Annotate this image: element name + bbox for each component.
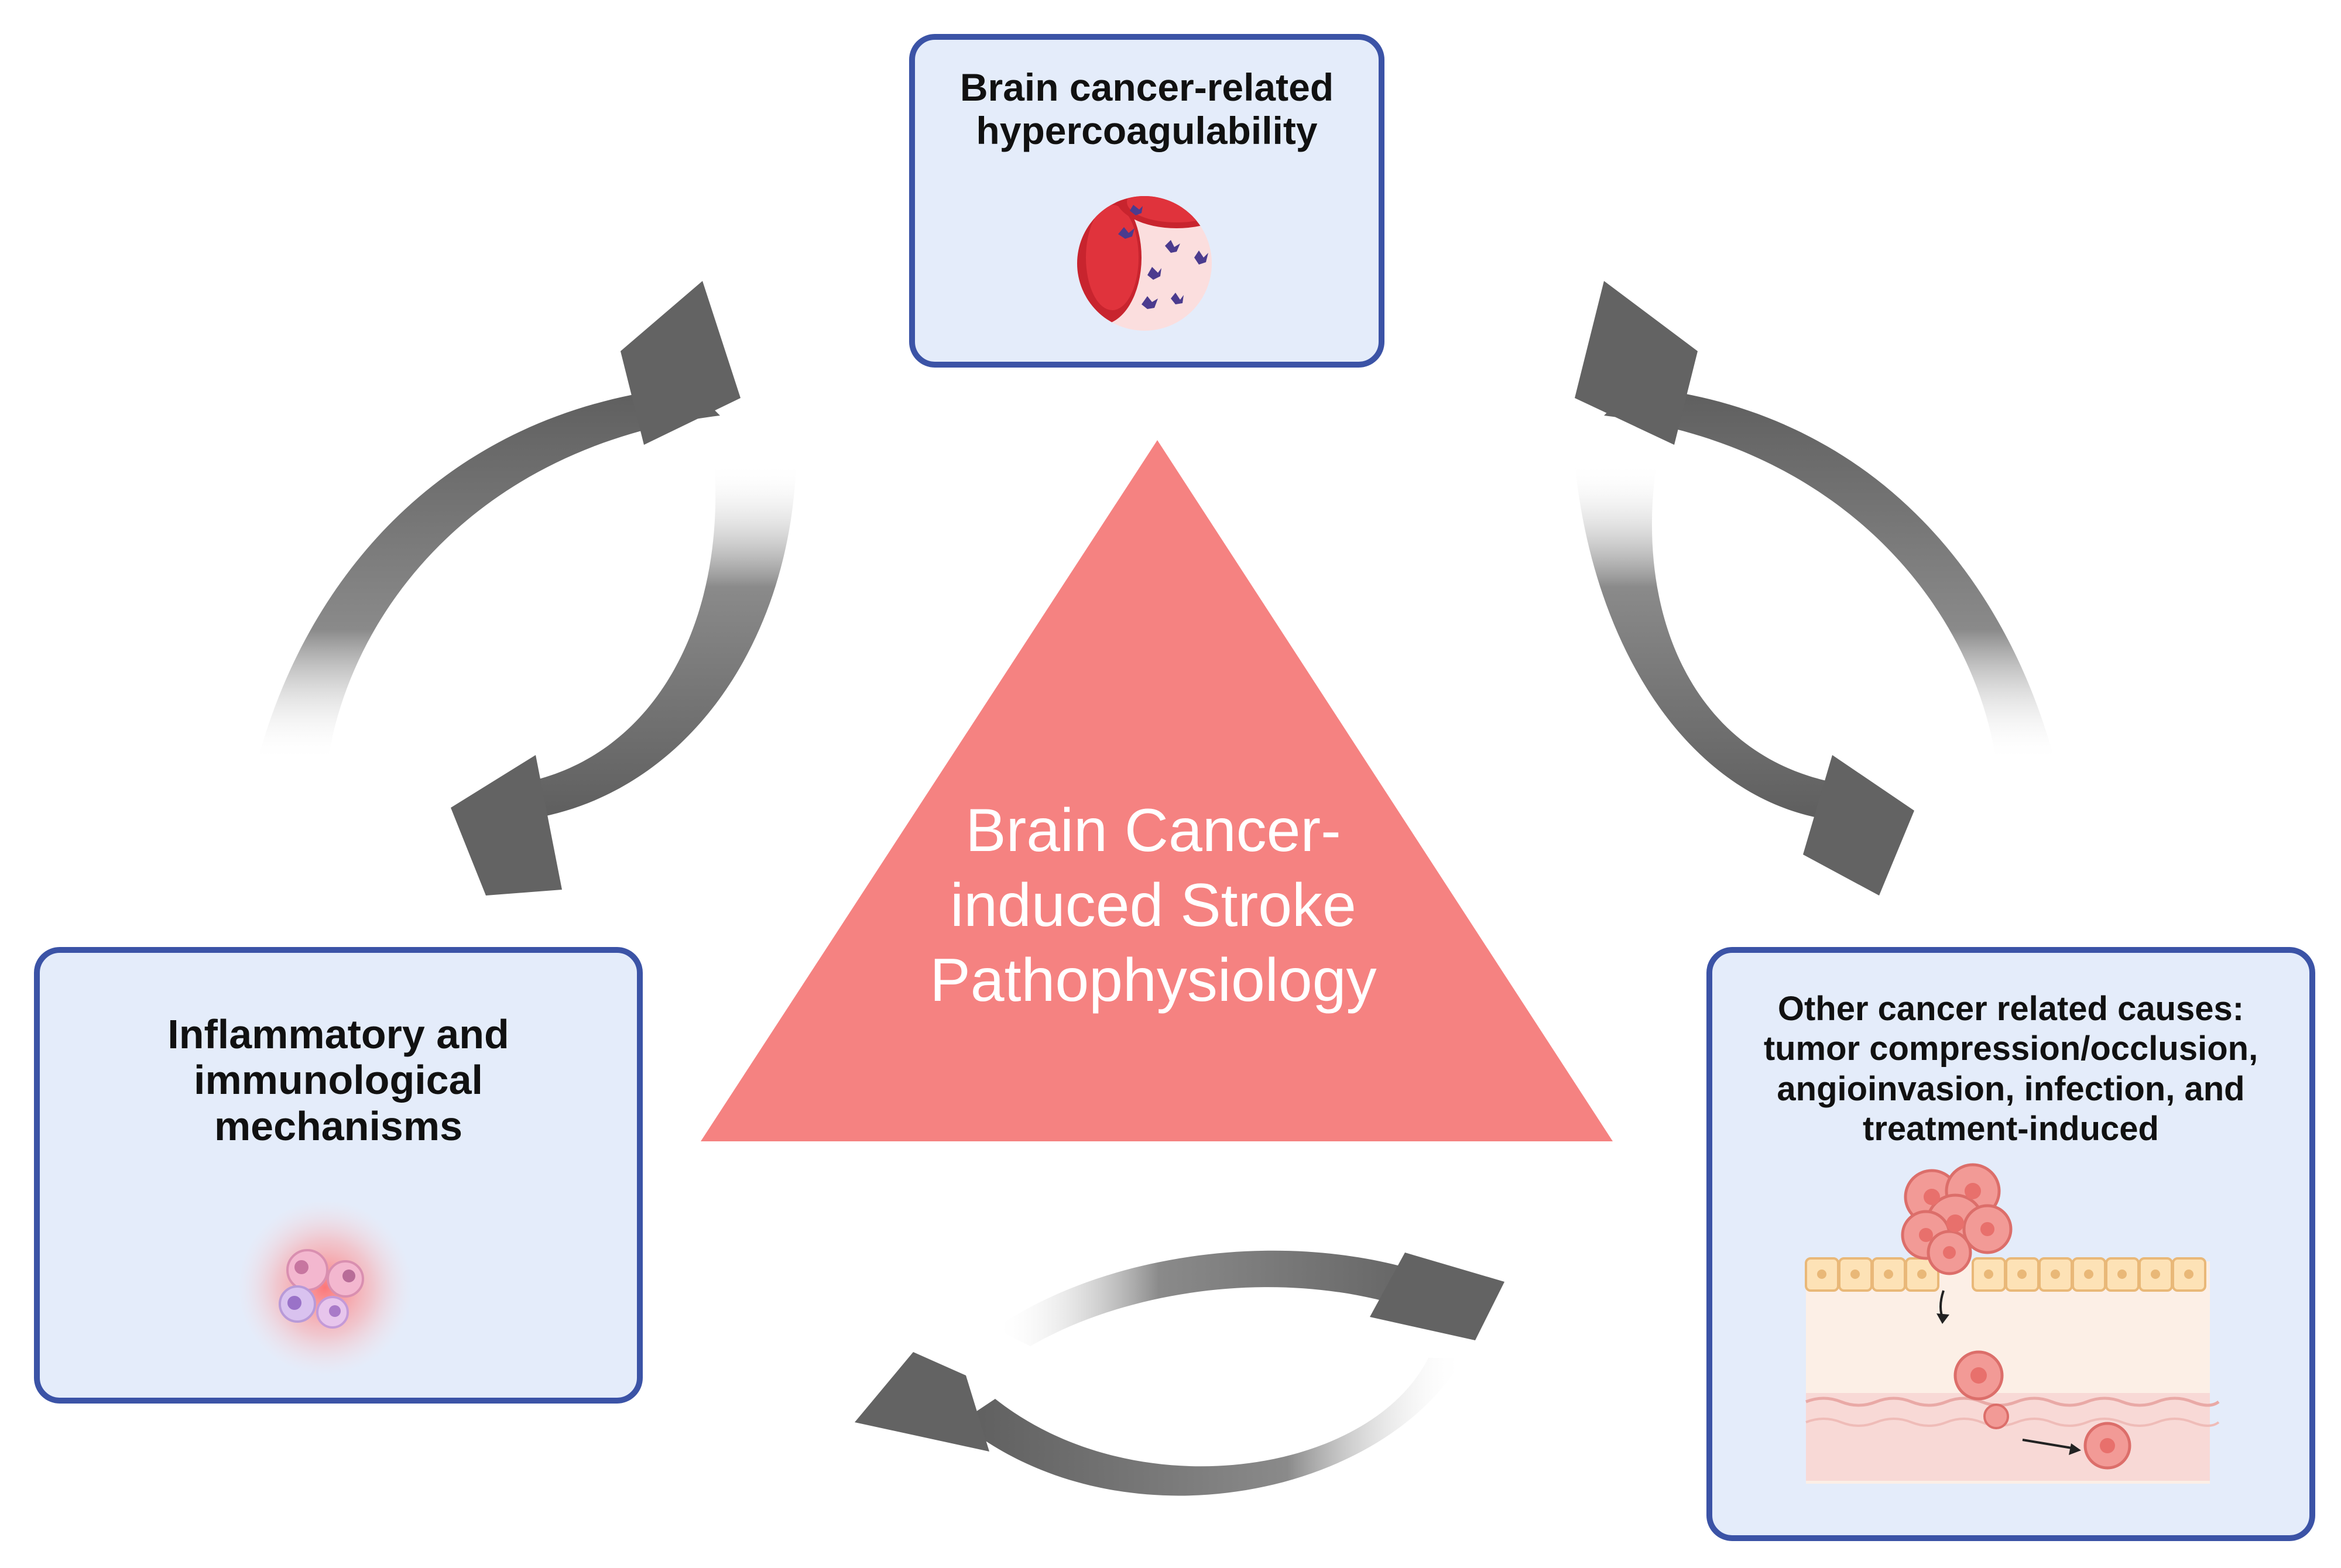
arrow-left-down [451, 462, 796, 895]
box-other-causes-title: Other cancer related causes: tumor compr… [1763, 990, 2258, 1148]
box-inflammatory-title: Inflammatory and immunological mechanism… [167, 1011, 509, 1149]
immune-cells-icon [237, 1200, 413, 1375]
center-title: Brain Cancer- induced Stroke Pathophysio… [831, 793, 1475, 1018]
box-other-causes: Other cancer related causes: tumor compr… [1706, 947, 2315, 1541]
center-title-line2: induced Stroke [950, 872, 1356, 939]
arrow-right-down [1575, 462, 1914, 895]
box-inflammatory: Inflammatory and immunological mechanism… [34, 947, 643, 1404]
box-hypercoagulability-title: Brain cancer-related hypercoagulability [959, 66, 1334, 152]
center-title-line3: Pathophysiology [930, 946, 1377, 1014]
arrow-bottom-right [995, 1250, 1504, 1346]
tumor-angioinvasion-icon [1805, 1163, 2220, 1484]
blood-clot-icon [1077, 196, 1212, 331]
arrow-left-up [258, 281, 741, 761]
center-title-line1: Brain Cancer- [965, 797, 1341, 864]
arrow-right-up [1575, 281, 2055, 761]
center-triangle [701, 440, 1613, 1141]
box-hypercoagulability: Brain cancer-related hypercoagulability [909, 34, 1384, 368]
arrow-bottom-left [855, 1352, 1463, 1496]
